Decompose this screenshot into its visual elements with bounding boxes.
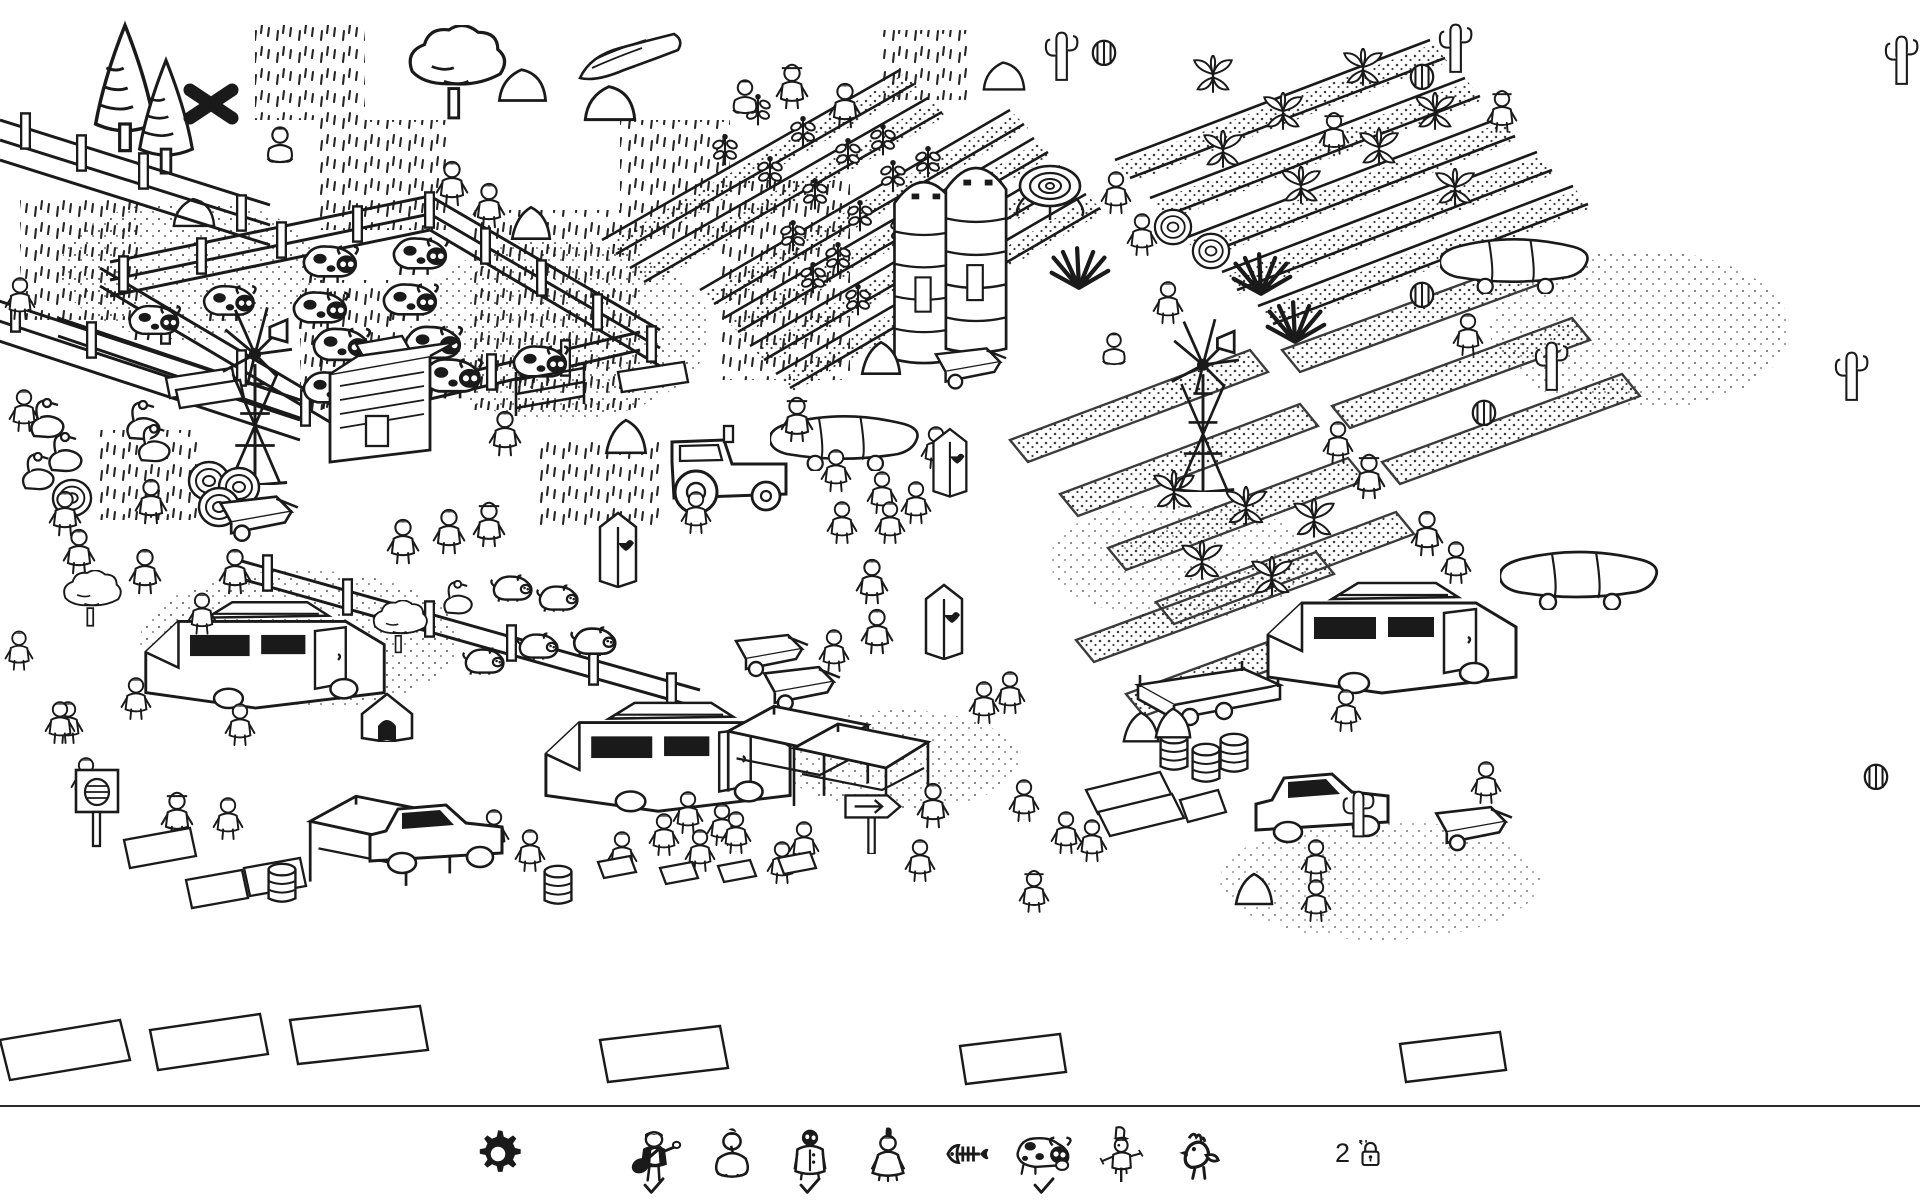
crop-terraces-right[interactable] — [1114, 38, 1591, 328]
locked-counter[interactable]: 2 Locked levels remaining — [1335, 1138, 1382, 1168]
info-sign[interactable] — [74, 768, 120, 848]
barrel[interactable] — [267, 862, 297, 903]
bull-icon — [1013, 1126, 1075, 1182]
found-check-icon — [642, 1177, 666, 1195]
x-marker-icon[interactable] — [183, 83, 239, 125]
lumber-stack — [1084, 770, 1228, 838]
person-with-banjo-icon — [623, 1126, 685, 1182]
outhouse-a[interactable] — [598, 511, 638, 588]
picnic-tables — [596, 850, 818, 886]
outhouse-b[interactable] — [924, 583, 964, 660]
settings-button[interactable]: Settings — [455, 1106, 541, 1200]
person-sitting-icon — [701, 1126, 763, 1182]
scarecrow-icon — [1091, 1125, 1153, 1182]
found-check-icon — [798, 1177, 822, 1195]
outhouse-c[interactable] — [932, 427, 968, 498]
gear-icon — [467, 1126, 529, 1182]
grain-silos[interactable] — [893, 166, 1008, 365]
target-bull[interactable]: Bull — [1005, 1106, 1083, 1200]
hud-toolbar[interactable]: Settings — [0, 1105, 1920, 1200]
hidden-object-scene[interactable] — [0, 0, 1920, 1105]
padlock-icon — [1359, 1139, 1382, 1167]
person-in-coat-icon — [779, 1126, 841, 1182]
target-banjo-player[interactable]: Banjo Player — [615, 1106, 693, 1200]
fish-bones-icon — [935, 1126, 997, 1182]
mid-fence[interactable] — [237, 558, 701, 710]
bottom-edge-clutter — [0, 1004, 1508, 1086]
chicken-icon — [1169, 1126, 1231, 1182]
scene-artwork[interactable] — [0, 0, 1920, 1105]
pen-gate[interactable] — [514, 362, 586, 416]
target-dress-folk[interactable]: Dress Folk — [849, 1106, 927, 1200]
log-on-rock[interactable] — [578, 32, 682, 122]
found-check-icon — [1032, 1177, 1056, 1195]
barn-shed[interactable] — [328, 340, 457, 464]
person-in-dress-icon — [857, 1126, 919, 1182]
target-coat-folk[interactable]: Coat Folk — [771, 1106, 849, 1200]
target-chicken[interactable]: Chicken — [1161, 1106, 1239, 1200]
counter-value: 2 — [1335, 1138, 1351, 1168]
hay-bale[interactable] — [1191, 232, 1231, 270]
hay-bale[interactable] — [1153, 208, 1193, 246]
target-fish-bones[interactable]: Fish Bones — [927, 1106, 1005, 1200]
barrel[interactable] — [543, 864, 573, 905]
target-scarecrow[interactable]: Scarecrow — [1083, 1106, 1161, 1200]
target-sitting-folk[interactable]: Sitting Folk — [693, 1106, 771, 1200]
